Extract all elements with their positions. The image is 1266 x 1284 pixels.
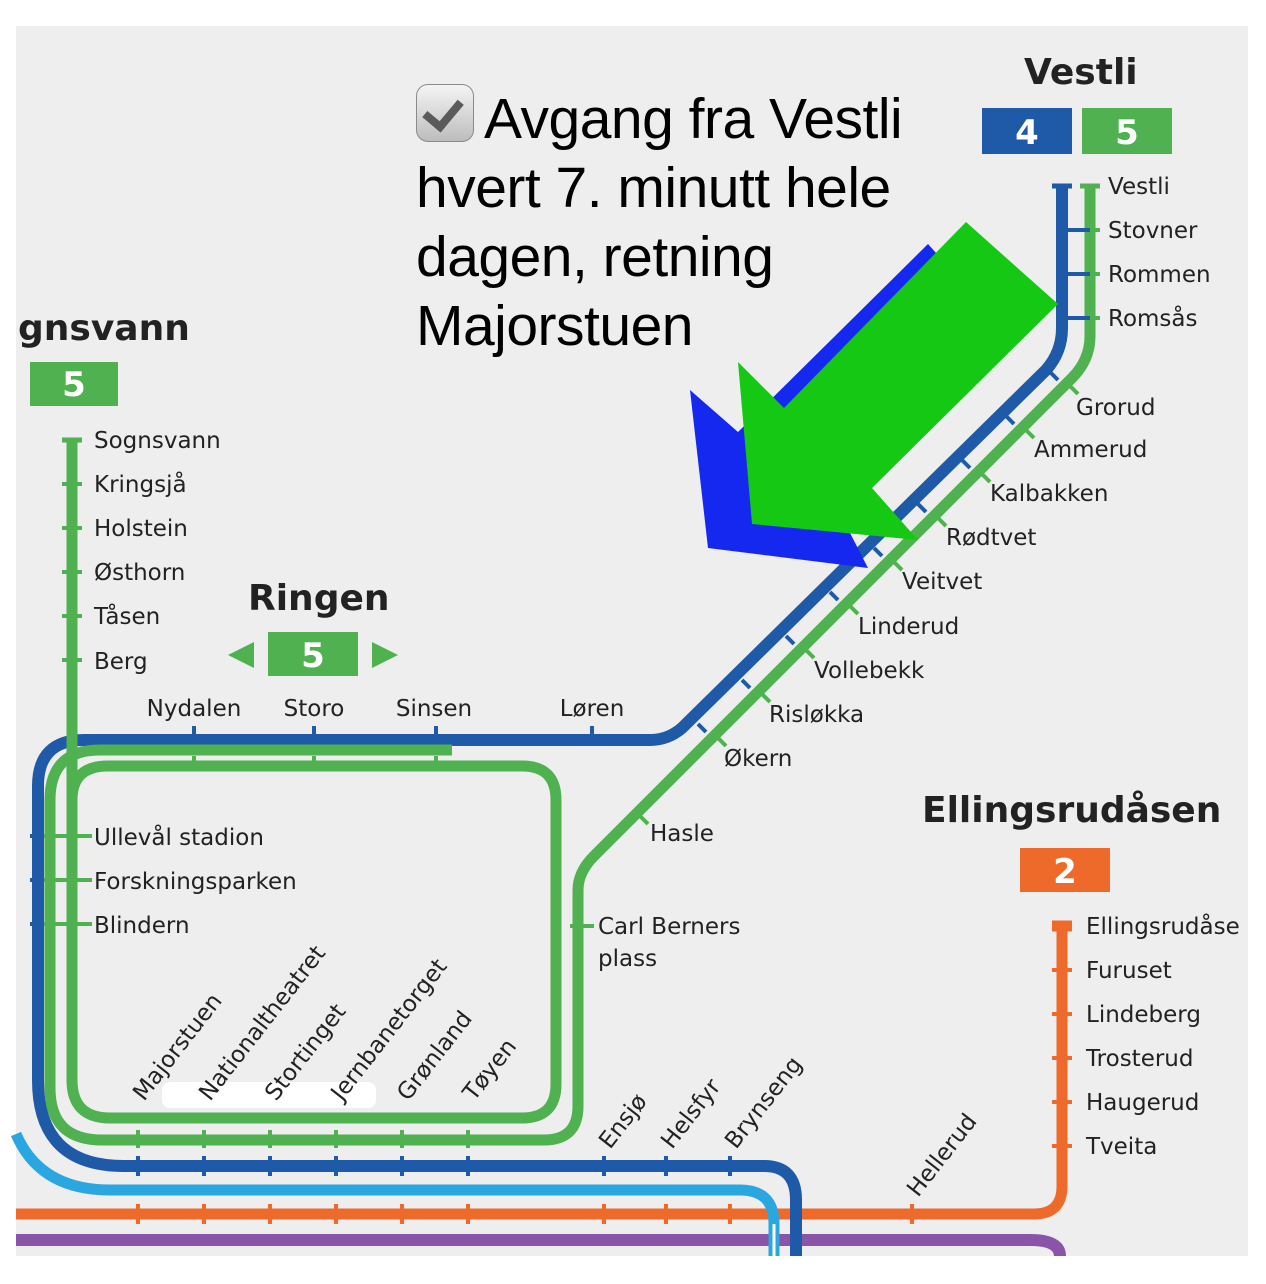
station-vollebekk: Vollebekk	[814, 658, 925, 684]
sognsvann-badge-text: 5	[62, 365, 86, 405]
notice-line-2: hvert 7. minutt hele	[416, 156, 891, 220]
green-direction-arrow-icon	[738, 222, 1058, 540]
notice-line-3: dagen, retning	[416, 225, 774, 289]
station-forskningsparken: Forskningsparken	[94, 869, 297, 895]
vestli-badge-5-text: 5	[1115, 113, 1139, 153]
station-holstein: Holstein	[94, 516, 188, 542]
station-storo: Storo	[284, 696, 345, 722]
station-rodtvet: Rødtvet	[946, 525, 1036, 551]
station-haugerud: Haugerud	[1086, 1090, 1199, 1116]
ringen-arrow-left-icon	[228, 642, 254, 668]
ringen-title: Ringen	[248, 578, 390, 619]
station-carl-berners-plass: plass	[598, 946, 657, 972]
station-carl-berners: Carl Berners	[598, 914, 740, 940]
ellingsrudasen-badge-text: 2	[1053, 852, 1077, 892]
station-ulleval-stadion: Ullevål stadion	[94, 823, 264, 851]
ellingsrudasen-title: Ellingsrudåsen	[922, 790, 1221, 831]
station-tveita: Tveita	[1085, 1134, 1157, 1160]
notice-line-1: Avgang fra Vestli	[484, 87, 903, 151]
station-rommen: Rommen	[1108, 262, 1211, 288]
line-4-blue	[32, 186, 1068, 1256]
station-sinsen: Sinsen	[396, 696, 472, 722]
vestli-badge-5	[1082, 108, 1172, 154]
station-grorud: Grorud	[1076, 395, 1155, 421]
line-5-green-ring	[66, 440, 562, 1124]
station-tasen: Tåsen	[93, 602, 160, 630]
station-kalbakken: Kalbakken	[990, 481, 1108, 507]
station-rislokka: Risløkka	[769, 702, 864, 728]
ballot-box-with-check-icon	[416, 84, 474, 142]
station-romsas: Romsås	[1108, 304, 1197, 332]
station-lindeberg: Lindeberg	[1086, 1002, 1201, 1028]
ringen-badge-5	[268, 632, 358, 676]
station-osthorn: Østhorn	[94, 560, 185, 586]
station-kringsja: Kringsjå	[94, 470, 187, 498]
station-veitvet: Veitvet	[902, 569, 982, 595]
line-purple	[16, 1234, 1066, 1257]
station-ticks	[30, 228, 1100, 1224]
station-hasle: Hasle	[650, 821, 714, 847]
ringen-badge-text: 5	[301, 636, 325, 676]
sognsvann-title: gnsvann	[18, 308, 190, 349]
station-sognsvann: Sognsvann	[94, 428, 221, 454]
station-furuset: Furuset	[1086, 958, 1172, 984]
station-okern: Økern	[724, 746, 792, 772]
station-loren: Løren	[560, 696, 625, 722]
station-blindern: Blindern	[94, 913, 190, 939]
station-vestli: Vestli	[1108, 174, 1170, 200]
station-berg: Berg	[94, 649, 148, 675]
station-nydalen: Nydalen	[147, 696, 242, 722]
ringen-arrow-right-icon	[372, 642, 398, 668]
station-linderud: Linderud	[858, 614, 959, 640]
line-light-blue	[10, 1131, 780, 1256]
notice-text: Avgang fra Vestli hvert 7. minutt hele d…	[416, 84, 956, 361]
notice-line-4: Majorstuen	[416, 294, 693, 358]
station-ellingsrudase: Ellingsrudåse	[1086, 912, 1240, 940]
line-5-green-east	[44, 186, 1096, 1146]
station-ammerud: Ammerud	[1034, 437, 1147, 463]
map-background	[16, 26, 1248, 1256]
station-stovner: Stovner	[1108, 218, 1198, 244]
vestli-badge-4	[982, 108, 1072, 154]
station-trosterud: Trosterud	[1085, 1046, 1193, 1072]
ellingsrudasen-badge-2	[1020, 848, 1110, 892]
vestli-title: Vestli	[1024, 52, 1138, 93]
centre-label-pad	[162, 1082, 376, 1108]
line-2-orange	[16, 920, 1072, 1220]
sognsvann-badge-5	[30, 362, 118, 406]
vestli-badge-4-text: 4	[1015, 113, 1039, 153]
